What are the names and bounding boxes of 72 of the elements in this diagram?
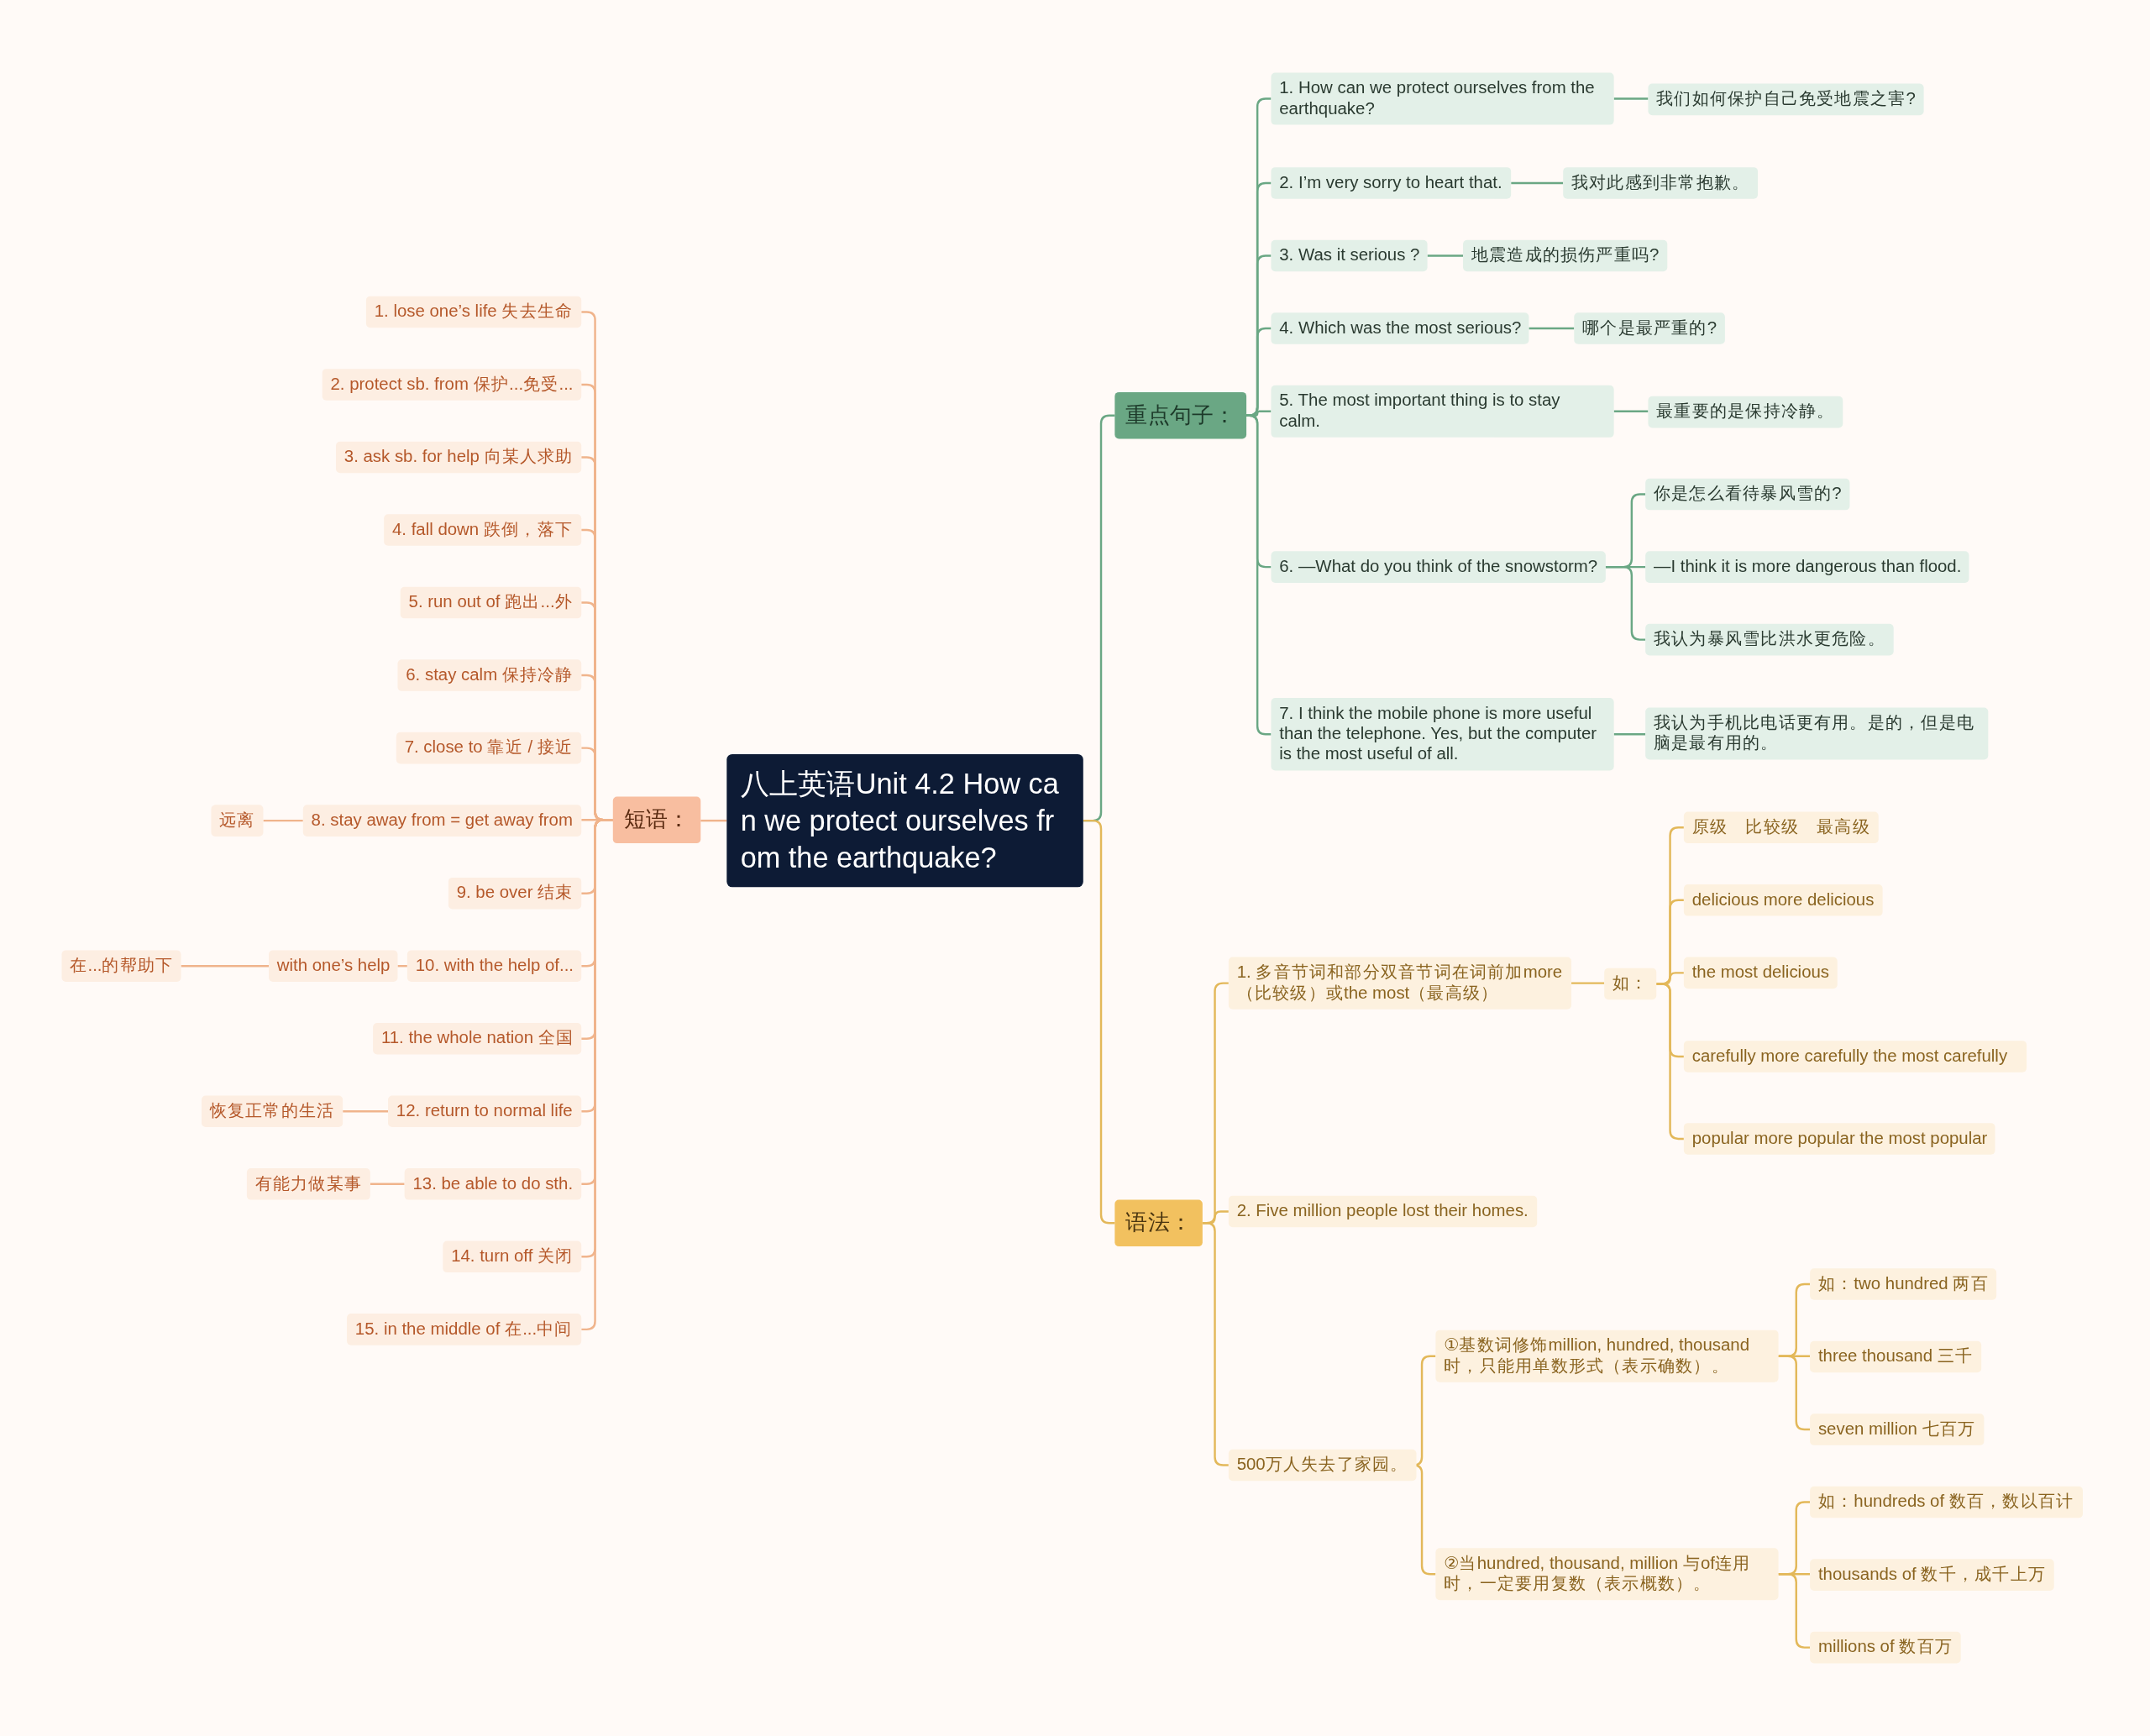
topic-box: 在...的帮助下 [61, 949, 182, 982]
topic-box: 7. close to 靠近 / 接近 [396, 732, 582, 763]
topic-box: 2. protect sb. from 保护...免受... [322, 368, 582, 400]
topic-box: 4. Which was the most serious? [1271, 312, 1530, 344]
topic-box: 6. —What do you think of the snowstorm? [1271, 550, 1606, 583]
connector-line [1511, 181, 1564, 185]
central-topic: 八上英语Unit 4.2 How can we protect ourselves from the earthquake? [726, 753, 1083, 887]
connector-line [1427, 254, 1464, 257]
topic-box: 14. turn off 关闭 [443, 1240, 582, 1272]
topic-box: 9. be over 结束 [448, 877, 582, 909]
topic-box: with one’s help [269, 949, 399, 982]
connector-line [1529, 327, 1575, 330]
connector-line [1202, 1222, 1229, 1466]
topic-box: 如：hundreds of 数百，数以百计 [1810, 1486, 2083, 1518]
topic-box: ②当hundred, thousand, million 与of连用时，一定要用复数（表示概数）。 [1435, 1548, 1779, 1601]
topic-box: 4. fall down 跌倒，落下 [384, 513, 581, 545]
topic-box: 远离 [211, 804, 264, 837]
topic-box: 如：two hundred 两百 [1810, 1267, 1997, 1299]
topic-box: 有能力做某事 [246, 1167, 370, 1199]
topic-box: 5. The most important thing is to stay calm. [1271, 385, 1614, 438]
topic-box: 2. Five million people lost their homes. [1228, 1194, 1537, 1227]
topic-box: 3. ask sb. for help 向某人求助 [336, 440, 582, 473]
branch-topic: 语法： [1114, 1199, 1203, 1247]
topic-box: 7. I think the mobile phone is more useful than the telephone. Yes, but the computer is the most useful of all. [1271, 697, 1614, 770]
topic-box: —I think it is more dangerous than flood. [1645, 550, 1970, 583]
topic-box: 最重要的是保持冷静。 [1648, 396, 1843, 427]
topic-box: 10. with the help of... [406, 949, 582, 982]
connector-line [700, 819, 727, 822]
topic-box: 地震造成的损伤严重吗? [1463, 239, 1668, 271]
topic-box: 8. stay away from = get away from [302, 804, 581, 837]
topic-box: the most delicious [1683, 956, 1838, 989]
topic-box: 我对此感到非常抱歉。 [1563, 166, 1759, 198]
topic-box: ①基数词修饰million, hundred, thousand时，只能用单数形式（表示确数）。 [1435, 1330, 1779, 1382]
topic-box: 2. I’m very sorry to heart that. [1271, 166, 1511, 198]
connector-line [1656, 983, 1684, 1141]
branch-topic: 重点句子： [1114, 391, 1247, 439]
topic-box: 我认为手机比电话更有用。是的，但是电脑是最有用的。 [1645, 707, 1989, 760]
topic-box: three thousand 三千 [1810, 1340, 1981, 1372]
connector-line [1571, 982, 1605, 984]
connector-line [343, 1110, 389, 1113]
topic-box: popular more popular the most popular [1683, 1122, 1996, 1154]
topic-box: 12. return to normal life [388, 1094, 581, 1127]
topic-box: millions of 数百万 [1810, 1631, 1961, 1663]
connector-line [1613, 410, 1649, 413]
connector-line [263, 819, 303, 822]
topic-box: 原级 比较级 最高级 [1683, 810, 1879, 843]
connector-line [181, 964, 269, 968]
topic-box: 1. 多音节词和部分双音节词在词前加more（比较级）或the most（最高级） [1228, 957, 1571, 1010]
topic-box: carefully more carefully the most carefully [1683, 1040, 2027, 1072]
topic-box: seven million 七百万 [1810, 1413, 1984, 1445]
connector-line [1605, 565, 1646, 641]
topic-box: 11. the whole nation 全国 [373, 1022, 582, 1054]
topic-box: 哪个是最严重的? [1574, 312, 1725, 344]
topic-box: 6. stay calm 保持冷静 [397, 658, 582, 691]
topic-box: 500万人失去了家园。 [1228, 1448, 1417, 1481]
topic-box: 1. lose one’s life 失去生命 [365, 295, 582, 328]
topic-box: 5. run out of 跑出...外 [400, 585, 581, 618]
topic-box: 1. How can we protect ourselves from the earthquake? [1271, 72, 1614, 125]
connector-line [1613, 97, 1649, 100]
topic-box: 恢复正常的生活 [202, 1094, 343, 1127]
topic-box: 我们如何保护自己免受地震之害? [1648, 82, 1924, 115]
topic-box: delicious more delicious [1683, 884, 1883, 915]
topic-box: thousands of 数千，成千上万 [1810, 1558, 2054, 1591]
branch-topic: 短语： [612, 796, 701, 844]
topic-box: 如： [1604, 967, 1657, 999]
topic-box: 你是怎么看待暴风雪的? [1645, 478, 1850, 510]
topic-box: 13. be able to do sth. [404, 1167, 581, 1199]
topic-box: 15. in the middle of 在...中间 [347, 1313, 581, 1345]
connector-line [1613, 733, 1646, 736]
topic-box: 我认为暴风雪比洪水更危险。 [1645, 623, 1894, 655]
topic-box: 3. Was it serious ? [1271, 239, 1429, 271]
connector-line [370, 1183, 405, 1186]
